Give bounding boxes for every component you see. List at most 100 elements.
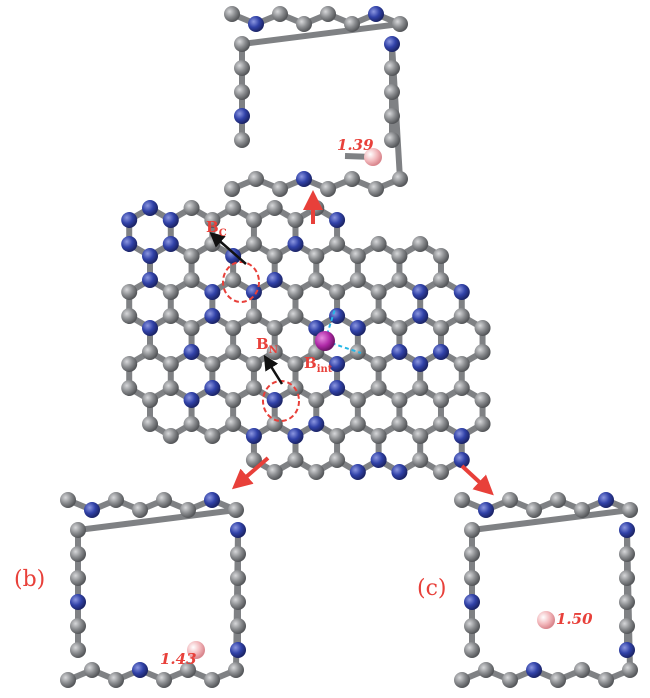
nitrogen-atom xyxy=(248,16,264,32)
carbon-atom xyxy=(142,392,158,408)
carbon-atom xyxy=(370,428,387,444)
carbon-atom xyxy=(391,320,408,336)
carbon-atom xyxy=(70,642,86,658)
carbon-atom xyxy=(464,546,480,562)
carbon-atom xyxy=(70,618,86,634)
nitrogen-atom xyxy=(245,284,262,300)
red-arrow-icon xyxy=(231,456,270,490)
black-arrow-icon xyxy=(209,232,247,265)
carbon-atom xyxy=(183,416,200,432)
carbon-atom xyxy=(392,171,408,187)
nitrogen-atom xyxy=(478,502,494,518)
carbon-atom xyxy=(432,392,449,408)
nitrogen-atom xyxy=(412,308,429,324)
carbon-atom xyxy=(526,502,542,518)
nitrogen-atom xyxy=(204,284,221,300)
carbon-atom xyxy=(344,16,360,32)
nitrogen-atom xyxy=(183,344,200,360)
carbon-atom xyxy=(287,308,304,324)
nitrogen-atom xyxy=(453,452,470,468)
nitrogen-atom xyxy=(162,236,179,252)
carbon-atom xyxy=(162,380,179,396)
nitrogen-atom xyxy=(84,502,100,518)
bond-length-b: 1.43 xyxy=(160,650,197,668)
dashed-circle-icon xyxy=(222,261,260,303)
nitrogen-atom xyxy=(266,392,283,408)
carbon-atom xyxy=(183,248,200,264)
nitrogen-atom xyxy=(162,212,179,228)
red-arrow-icon xyxy=(460,464,494,496)
nitrogen-atom xyxy=(598,492,614,508)
nitrogen-atom xyxy=(329,356,346,372)
carbon-atom xyxy=(370,308,387,324)
carbon-atom xyxy=(619,570,635,586)
carbon-atom xyxy=(349,248,366,264)
carbon-atom xyxy=(162,356,179,372)
carbon-atom xyxy=(454,492,470,508)
carbon-atom xyxy=(266,464,283,480)
carbon-atom xyxy=(183,320,200,336)
nitrogen-atom xyxy=(464,594,480,610)
carbon-atom xyxy=(384,132,400,148)
carbon-atom xyxy=(180,502,196,518)
bond xyxy=(239,21,403,47)
carbon-atom xyxy=(225,344,242,360)
carbon-atom xyxy=(248,171,264,187)
carbon-atom xyxy=(392,16,408,32)
carbon-atom xyxy=(308,464,325,480)
nitrogen-atom xyxy=(70,594,86,610)
carbon-atom xyxy=(550,672,566,688)
nitrogen-atom xyxy=(142,248,158,264)
carbon-atom xyxy=(412,452,429,468)
carbon-atom xyxy=(183,272,200,288)
carbon-atom xyxy=(502,492,518,508)
carbon-atom xyxy=(70,546,86,562)
carbon-atom xyxy=(619,618,635,634)
nitrogen-atom xyxy=(230,522,246,538)
nitrogen-atom xyxy=(287,236,304,252)
site-label-bint: Bint xyxy=(304,354,333,375)
carbon-atom xyxy=(384,84,400,100)
carbon-atom xyxy=(370,284,387,300)
nitrogen-atom xyxy=(234,108,250,124)
carbon-atom xyxy=(349,392,366,408)
carbon-atom xyxy=(391,392,408,408)
carbon-atom xyxy=(453,308,470,324)
carbon-atom xyxy=(225,200,242,216)
carbon-atom xyxy=(320,6,336,22)
carbon-atom xyxy=(228,502,244,518)
carbon-atom xyxy=(329,284,346,300)
nitrogen-atom xyxy=(142,272,158,288)
bond-length-c: 1.50 xyxy=(556,610,593,628)
boron-atom xyxy=(537,611,555,629)
nitrogen-atom xyxy=(204,492,220,508)
panel-label-b: (b) xyxy=(14,567,46,592)
carbon-atom xyxy=(225,392,242,408)
nitrogen-atom xyxy=(183,392,200,408)
carbon-atom xyxy=(245,380,262,396)
carbon-atom xyxy=(225,320,242,336)
boron-atom xyxy=(187,641,205,659)
carbon-atom xyxy=(329,452,346,468)
carbon-atom xyxy=(121,380,138,396)
carbon-atom xyxy=(464,522,480,538)
carbon-atom xyxy=(384,108,400,124)
carbon-atom xyxy=(230,594,246,610)
carbon-atom xyxy=(287,284,304,300)
carbon-atom xyxy=(245,212,262,228)
nitrogen-atom xyxy=(619,642,635,658)
nitrogen-atom xyxy=(412,356,429,372)
nitrogen-atom xyxy=(412,284,429,300)
carbon-atom xyxy=(464,642,480,658)
carbon-atom xyxy=(266,248,283,264)
carbon-atom xyxy=(474,344,491,360)
interstitial-boron-atom xyxy=(315,331,335,351)
carbon-atom xyxy=(370,236,387,252)
carbon-atom xyxy=(156,492,172,508)
carbon-atom xyxy=(162,308,179,324)
carbon-atom xyxy=(329,428,346,444)
carbon-atom xyxy=(234,60,250,76)
carbon-atom xyxy=(204,428,221,444)
carbon-atom xyxy=(619,546,635,562)
h-bond-line xyxy=(324,308,336,342)
